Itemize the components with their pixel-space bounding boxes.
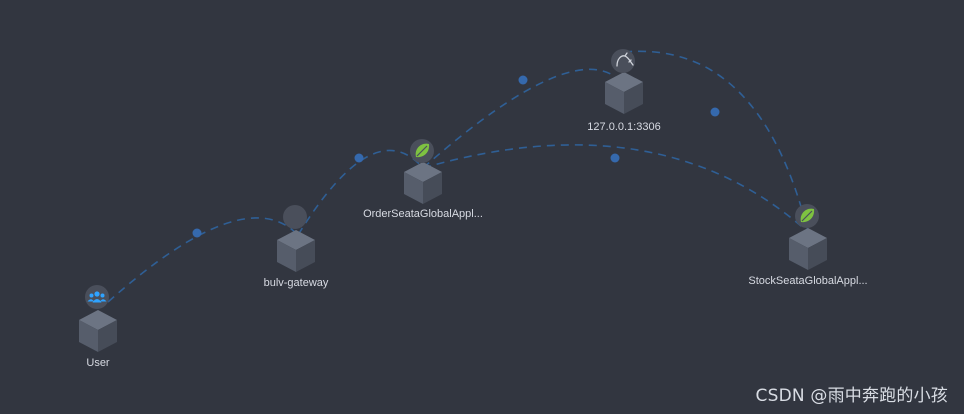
edge-order-stock [422, 144, 809, 233]
node-mysql-127-0-0-1[interactable]: 127.0.0.1:3306 [587, 49, 661, 133]
node-label: StockSeataGlobalAppl... [748, 275, 867, 287]
edge-gateway-order [297, 149, 424, 236]
node-user[interactable]: User [79, 285, 117, 369]
server-cube-icon [79, 310, 117, 352]
node-label: OrderSeataGlobalAppl... [363, 208, 483, 220]
edge-order-mysql [422, 68, 625, 169]
mysql-dolphin-icon [616, 52, 634, 67]
node-label: 127.0.0.1:3306 [587, 121, 660, 133]
server-cube-icon [789, 228, 827, 270]
edge-user-gateway [107, 217, 299, 303]
server-cube-icon [605, 72, 643, 114]
node-label: User [86, 357, 110, 369]
node-badge [611, 49, 635, 73]
blank-icon [283, 205, 307, 229]
spring-leaf-icon [415, 143, 430, 158]
node-stock-seata-global-application[interactable]: StockSeataGlobalAppl... [748, 204, 868, 287]
server-cube-icon [277, 230, 315, 272]
watermark: CSDN @雨中奔跑的小孩 [755, 386, 948, 406]
node-label: bulv-gateway [264, 277, 329, 289]
spring-leaf-icon [800, 208, 815, 223]
server-cube-icon [404, 162, 442, 204]
users-icon [87, 291, 107, 303]
node-badge [85, 285, 109, 309]
node-order-seata-global-application[interactable]: OrderSeataGlobalAppl... [363, 139, 483, 220]
edge-mysql-stock [623, 50, 809, 233]
node-bulv-gateway[interactable]: bulv-gateway [264, 205, 329, 289]
